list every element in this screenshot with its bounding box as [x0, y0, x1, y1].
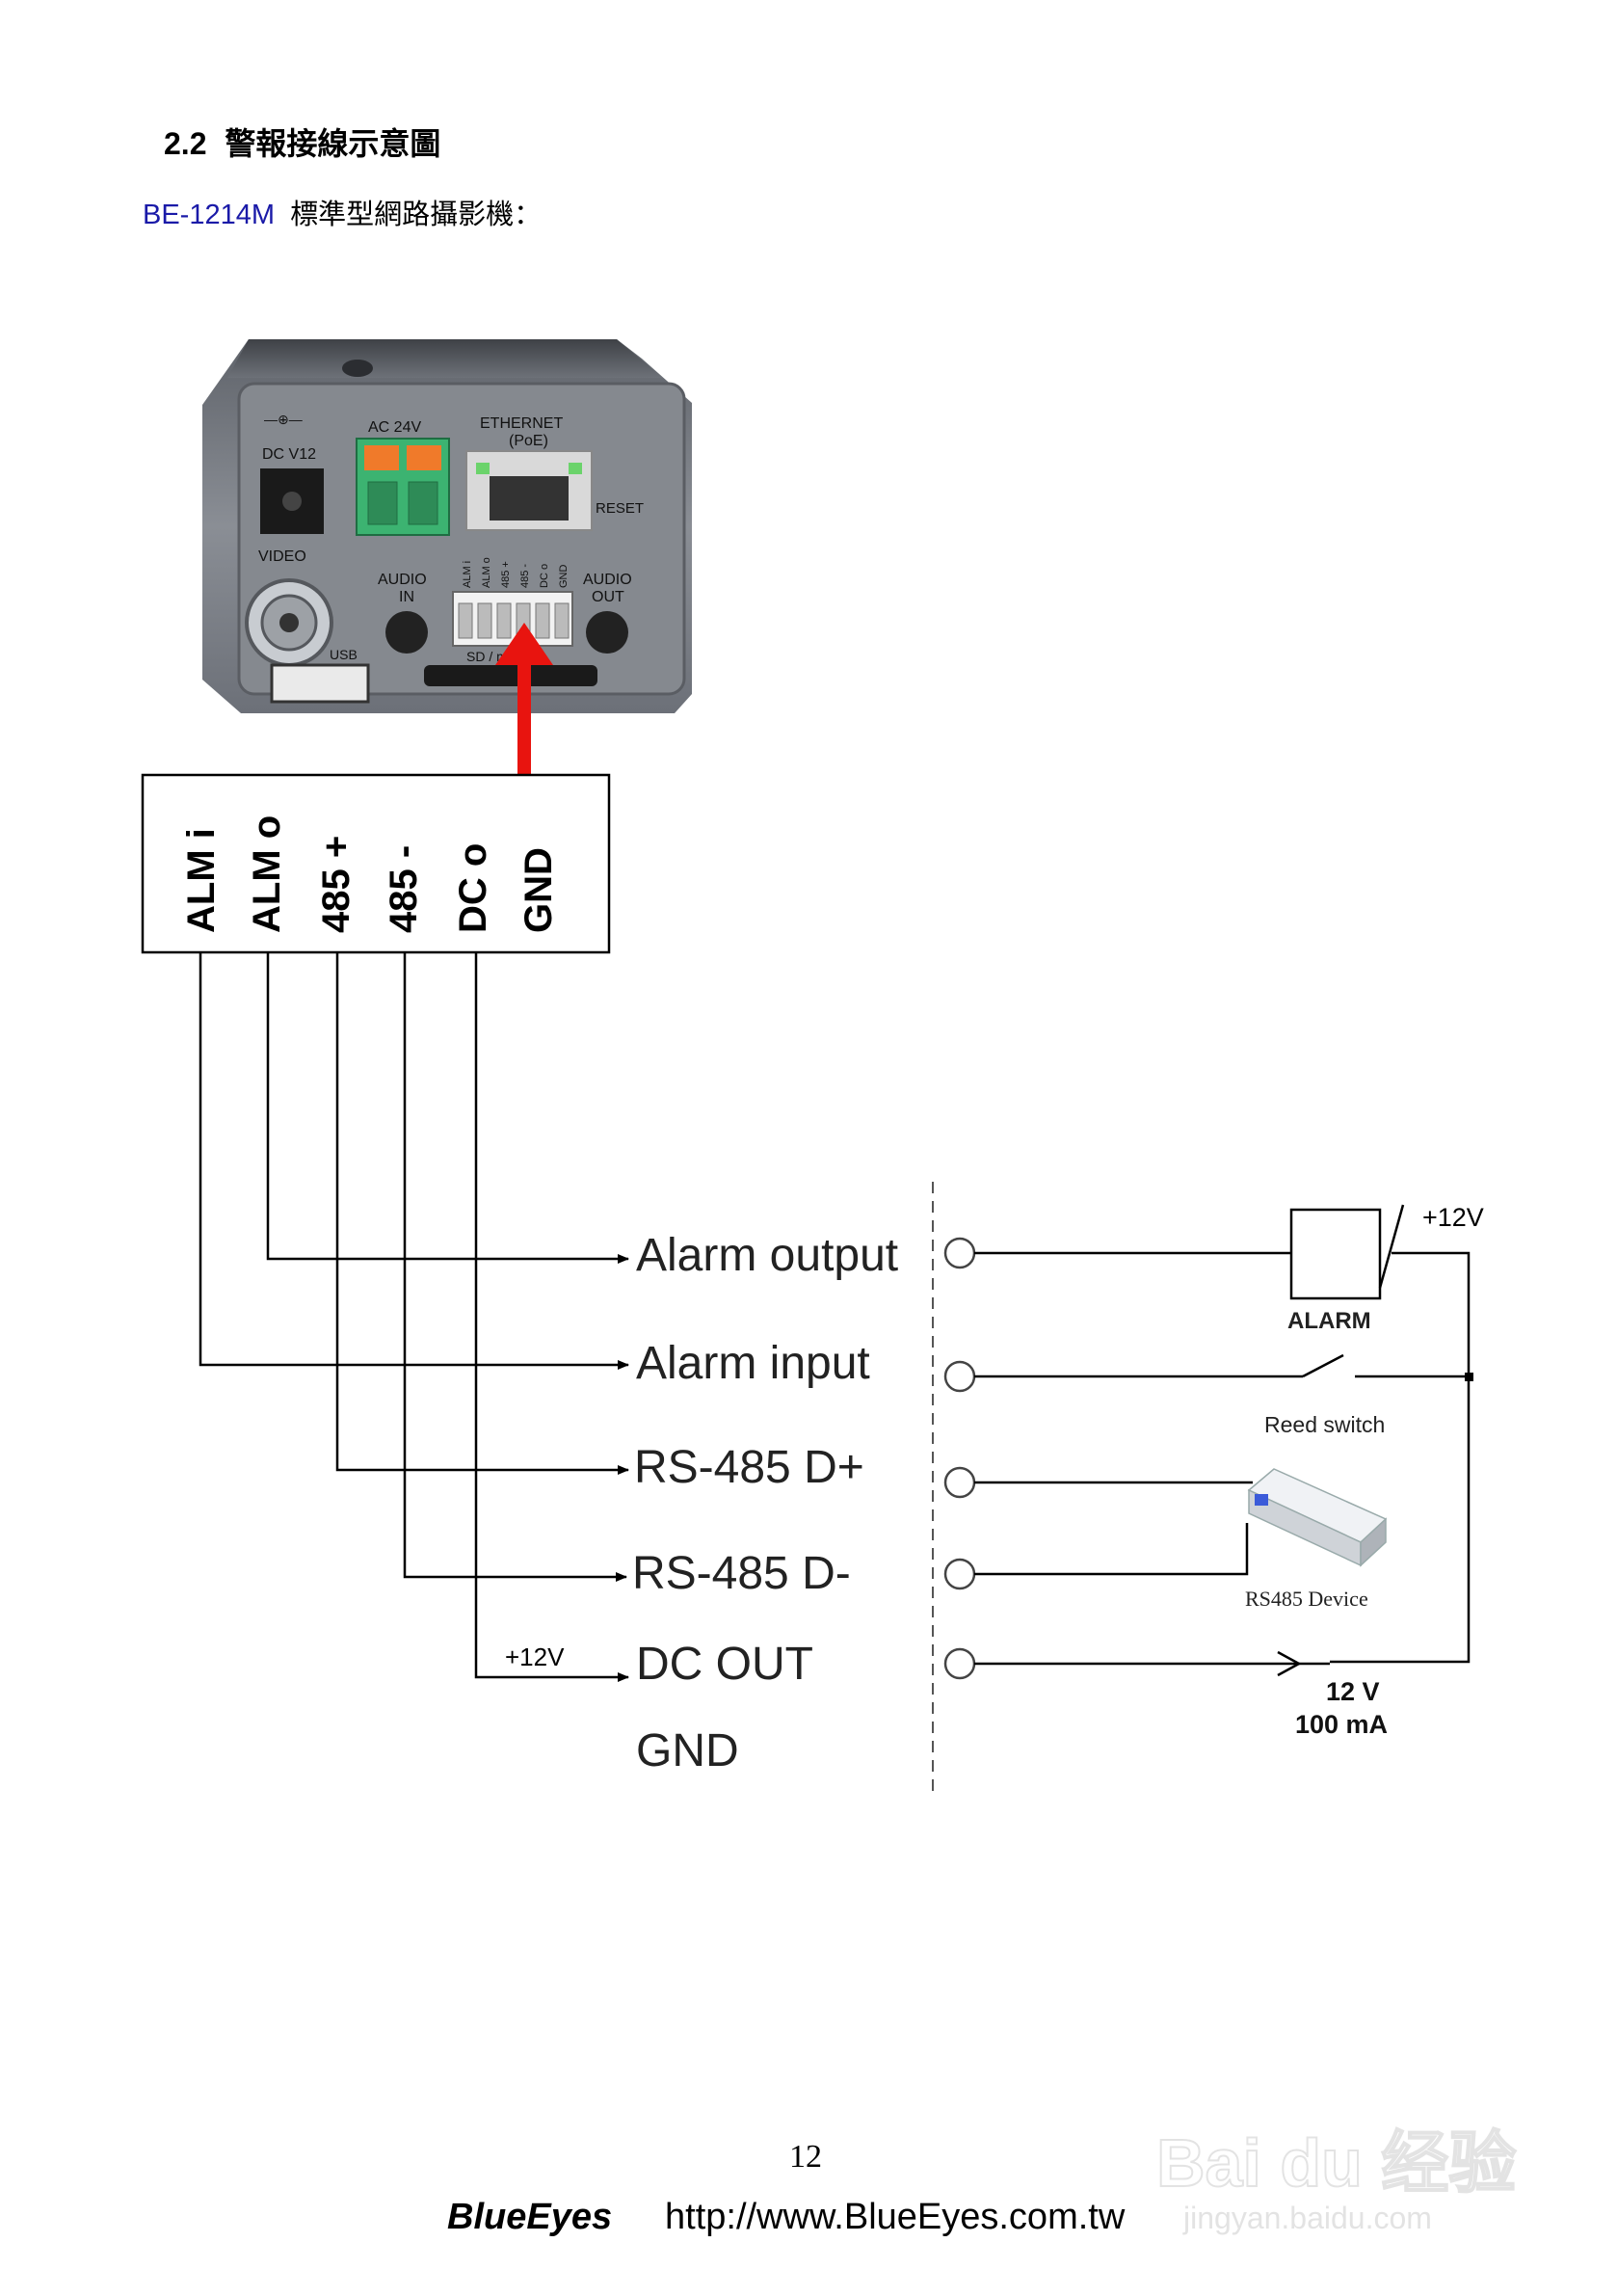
- terminal-pin-label: ALM o: [246, 815, 288, 933]
- terminal-circles: [943, 1237, 976, 1680]
- sd-card-slot: [424, 665, 597, 686]
- section-number: 2.2: [164, 126, 206, 161]
- dcout-voltage-label: +12V: [505, 1642, 565, 1671]
- reset-label: RESET: [596, 500, 644, 517]
- dc-rating-current: 100 mA: [1295, 1710, 1388, 1739]
- external-wiring: [974, 1204, 1471, 1677]
- signal-label: RS-485 D-: [632, 1548, 851, 1599]
- red-indicator-arrow: [495, 623, 553, 775]
- alarm-supply-label: +12V: [1422, 1203, 1484, 1232]
- footer-url[interactable]: http://www.BlueEyes.com.tw: [665, 2197, 1126, 2237]
- audio-in-label-2: IN: [399, 589, 414, 605]
- signal-label: DC OUT: [636, 1639, 813, 1690]
- audio-out-label-1: AUDIO: [583, 572, 632, 588]
- signal-label: RS-485 D+: [634, 1442, 864, 1493]
- junction-node: [1465, 1373, 1473, 1381]
- terminal-pin-label: GND: [517, 847, 560, 933]
- audio-out-label-2: OUT: [592, 589, 624, 605]
- camera-pin-label: ALM i: [462, 561, 473, 588]
- model-description: 標準型網路攝影機：: [290, 199, 542, 230]
- terminal-rs485-dplus: [943, 1466, 976, 1499]
- terminal-alarm-output: [943, 1237, 976, 1269]
- terminal-pin-label: DC o: [452, 843, 494, 933]
- rs485-device-label: RS485 Device: [1245, 1587, 1368, 1611]
- camera-pin-label: DC o: [539, 564, 550, 588]
- camera-alarm-pin-labels: ALM i ALM o 485 + 485 - DC o GND: [462, 557, 570, 588]
- usb-label: USB: [330, 647, 358, 662]
- wire-alm-o: [266, 952, 629, 1264]
- terminal-rs485-dminus: [943, 1558, 976, 1590]
- ethernet-label: ETHERNET: [480, 415, 563, 432]
- terminal-dc-out: [943, 1647, 976, 1680]
- brand-logo: BlueEyes: [447, 2197, 612, 2237]
- camera-rear-panel-image: —⊕— DC V12 AC 24V ETHERNET (PoE) RESET V…: [202, 339, 692, 713]
- signal-label: Alarm output: [636, 1230, 898, 1281]
- wire-dc-o: [474, 952, 629, 1682]
- terminal-block: [141, 773, 611, 954]
- terminal-pin-label: 485 -: [383, 845, 425, 933]
- terminal-pin-label: ALM i: [180, 828, 223, 933]
- model-name: BE-1214M: [143, 200, 275, 230]
- model-subtitle: BE-1214M 標準型網路攝影機：: [143, 199, 542, 230]
- watermark-logo: Bai du 经验: [1156, 2125, 1516, 2201]
- wire-485-minus: [403, 952, 627, 1582]
- section-heading: 2.2 警報接線示意圖: [164, 126, 440, 161]
- terminal-pin-labels: ALM i ALM o 485 + 485 - DC o GND: [180, 815, 560, 933]
- rs485-device-illustration: [1247, 1468, 1388, 1567]
- alarm-device-box: [1289, 1208, 1382, 1300]
- signal-label: Alarm input: [636, 1338, 870, 1389]
- terminal-pin-label: 485 +: [315, 836, 358, 933]
- alarm-device-label: ALARM: [1287, 1308, 1371, 1334]
- reed-switch-contact: [1302, 1353, 1344, 1378]
- reed-switch-label: Reed switch: [1264, 1412, 1385, 1437]
- baidu-watermark: Bai du 经验 jingyan.baidu.com: [1155, 2124, 1517, 2235]
- dc-rating-voltage: 12 V: [1326, 1677, 1380, 1706]
- poe-label: (PoE): [509, 433, 548, 449]
- signal-label: GND: [636, 1725, 739, 1776]
- wire-alm-i: [199, 952, 629, 1370]
- audio-in-label-1: AUDIO: [378, 572, 427, 588]
- ac-label: AC 24V: [368, 419, 421, 436]
- section-title: 警報接線示意圖: [225, 126, 440, 161]
- camera-pin-label: 485 +: [500, 561, 512, 588]
- audio-in-jack: [385, 611, 428, 654]
- camera-pin-label: 485 -: [519, 564, 531, 588]
- camera-pin-label: GND: [558, 565, 570, 589]
- dc-jack-label: DC V12: [262, 446, 316, 463]
- terminal-alarm-input: [943, 1360, 976, 1393]
- watermark-url: jingyan.baidu.com: [1182, 2201, 1432, 2235]
- dc-out-arrow: [1277, 1650, 1302, 1677]
- page-number: 12: [789, 2139, 822, 2175]
- wire-485-plus: [335, 952, 629, 1475]
- usb-port: [270, 663, 370, 704]
- video-label: VIDEO: [258, 548, 306, 565]
- dc-symbol-label: —⊕—: [264, 412, 303, 427]
- camera-pin-label: ALM o: [481, 557, 492, 588]
- wiring-lines: [199, 952, 629, 1682]
- audio-out-jack: [586, 611, 628, 654]
